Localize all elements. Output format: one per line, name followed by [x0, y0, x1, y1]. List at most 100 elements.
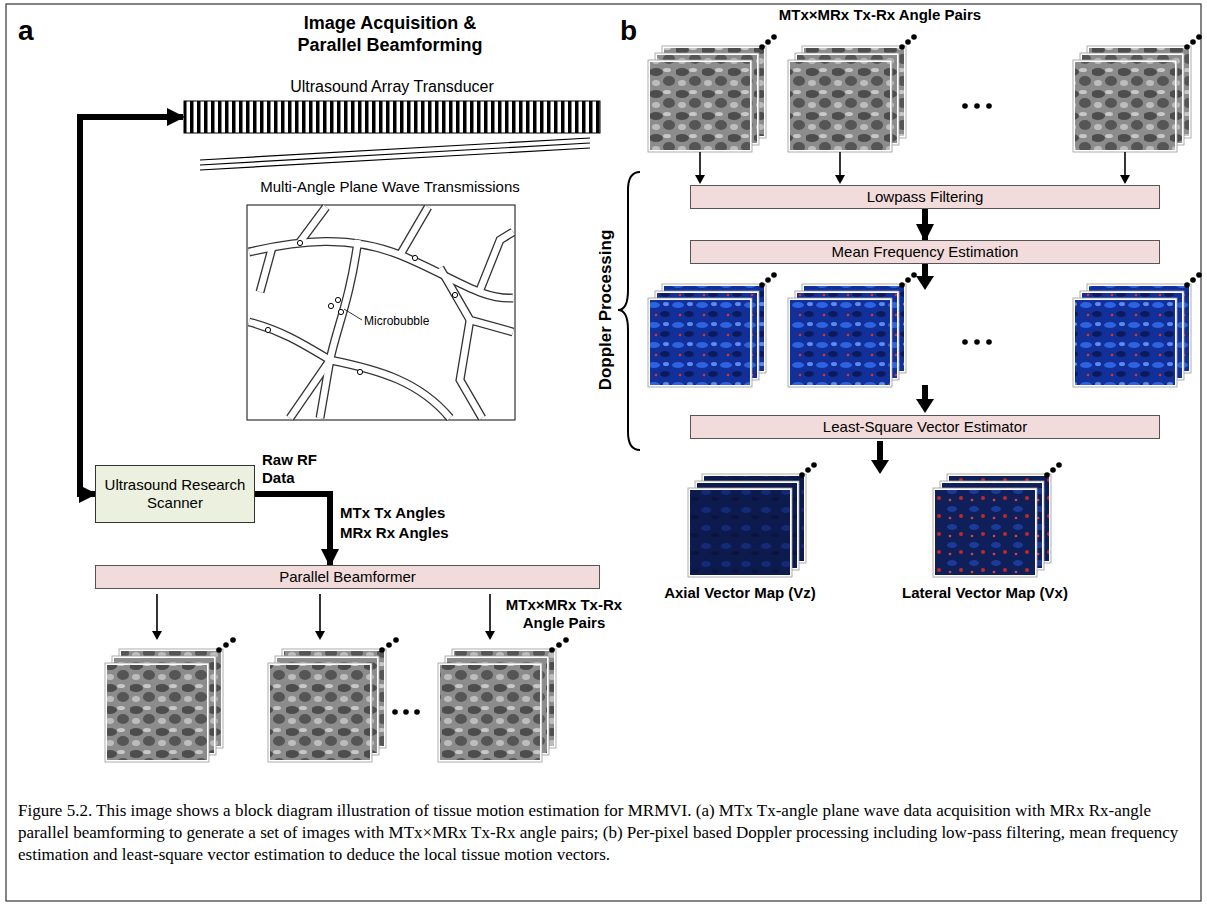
ellipsis-dot	[379, 647, 385, 653]
flow-arrow	[922, 385, 928, 399]
image-frame	[1075, 300, 1175, 385]
ellipsis-dot	[392, 709, 398, 715]
drawing-stroke	[400, 207, 428, 255]
text-label: MRx Rx Angles	[340, 524, 490, 542]
microbubble	[297, 240, 302, 245]
section-label: Doppler Processing	[596, 210, 616, 410]
drawing-stroke	[330, 360, 450, 418]
box-label: Parallel Beamformer	[102, 568, 593, 586]
ellipsis-dot	[911, 34, 917, 40]
flow-arrow	[489, 594, 491, 631]
image-frame	[650, 62, 750, 150]
ellipsis-dot	[911, 272, 917, 278]
ellipsis-dot	[556, 642, 562, 648]
text-label: Raw RF Data	[262, 451, 324, 487]
image-frame	[438, 663, 542, 762]
process-box: Ultrasound Research Scanner	[95, 465, 255, 523]
ellipsis-dot	[905, 39, 911, 45]
arrow-head	[835, 175, 845, 184]
ellipsis-dot	[1190, 277, 1196, 283]
box-label: Lowpass Filtering	[697, 188, 1153, 206]
ellipsis-dot	[899, 44, 905, 50]
image-frame	[790, 300, 890, 385]
flow-arrow	[319, 594, 321, 631]
ellipsis-dot	[414, 709, 420, 715]
plane-wave	[200, 143, 590, 165]
ellipsis-dot	[799, 472, 805, 478]
connector-arrow	[255, 494, 330, 565]
text-label: Image Acquisition & Parallel Beamforming	[275, 12, 505, 56]
ellipsis-dot	[563, 637, 569, 643]
process-box: Parallel Beamformer	[95, 565, 600, 589]
drawing-stroke	[320, 240, 358, 418]
process-box: Mean Frequency Estimation	[690, 240, 1160, 264]
arrow-head	[315, 631, 325, 640]
ellipsis-dot	[805, 467, 811, 473]
figure-frame	[6, 4, 1201, 901]
plane-wave	[200, 138, 590, 160]
microbubble	[452, 292, 457, 297]
panel-letter: a	[18, 14, 58, 48]
text-label: Lateral Vector Map (Vx)	[875, 584, 1095, 602]
drawing-stroke	[260, 248, 272, 292]
box-label: Least-Square Vector Estimator	[697, 418, 1153, 436]
part-label: Ultrasound Array Transducer	[183, 78, 601, 100]
drawing-stroke	[330, 360, 450, 418]
drawing-stroke	[249, 241, 513, 298]
ellipsis-dot	[905, 277, 911, 283]
image-frame	[105, 663, 209, 762]
arrow-head	[871, 460, 889, 474]
ellipsis-dot	[962, 103, 968, 109]
image-frame	[1073, 60, 1177, 152]
ellipsis-dot	[1190, 39, 1196, 45]
text-label: Axial Vector Map (Vz)	[630, 584, 850, 602]
ellipsis-dot	[386, 642, 392, 648]
ellipsis-dot	[986, 103, 992, 109]
ellipsis-dot	[403, 709, 409, 715]
image-frame	[788, 298, 892, 387]
text-label: Microbubble	[364, 314, 454, 328]
ellipsis-dot	[1196, 272, 1202, 278]
ellipsis-dot	[1184, 282, 1190, 288]
ellipsis-dot	[974, 103, 980, 109]
text-label: Multi-Angle Plane Wave Transmissions	[215, 178, 565, 196]
image-frame	[933, 488, 1037, 577]
arrow-head	[152, 631, 162, 640]
drawing-stroke	[184, 101, 600, 133]
image-frame	[790, 62, 890, 150]
plane-wave	[200, 148, 590, 170]
drawing-stroke	[460, 320, 482, 418]
image-frame	[788, 60, 892, 152]
arrow-head	[695, 175, 705, 184]
ellipsis-dot	[759, 282, 765, 288]
ellipsis-dot	[811, 462, 817, 468]
flow-arrow	[699, 152, 701, 175]
flow-arrow	[839, 152, 841, 175]
drawing-stroke	[249, 241, 513, 298]
flow-arrow	[1124, 152, 1126, 175]
process-box: Lowpass Filtering	[690, 185, 1160, 209]
image-frame	[440, 665, 540, 760]
ellipsis-dot	[765, 277, 771, 283]
ellipsis-dot	[223, 642, 229, 648]
ellipsis-dot	[230, 637, 236, 643]
arrow-head	[916, 399, 934, 413]
panel-letter: b	[620, 14, 660, 48]
drawing-stroke	[249, 322, 330, 360]
ellipsis-dot	[771, 272, 777, 278]
microbubble	[265, 327, 270, 332]
microbubble	[357, 369, 362, 374]
arrow-head	[916, 276, 934, 290]
connector-arrow	[80, 117, 183, 494]
ellipsis-dot	[1044, 472, 1050, 478]
box-label: Mean Frequency Estimation	[697, 243, 1153, 261]
ellipsis-dot	[1050, 467, 1056, 473]
drawing-stroke	[300, 207, 326, 242]
ellipsis-dot	[1196, 34, 1202, 40]
drawing-stroke	[249, 322, 330, 360]
flow-arrow	[156, 594, 158, 631]
drawing-stroke	[480, 232, 513, 290]
image-frame	[1073, 298, 1177, 387]
